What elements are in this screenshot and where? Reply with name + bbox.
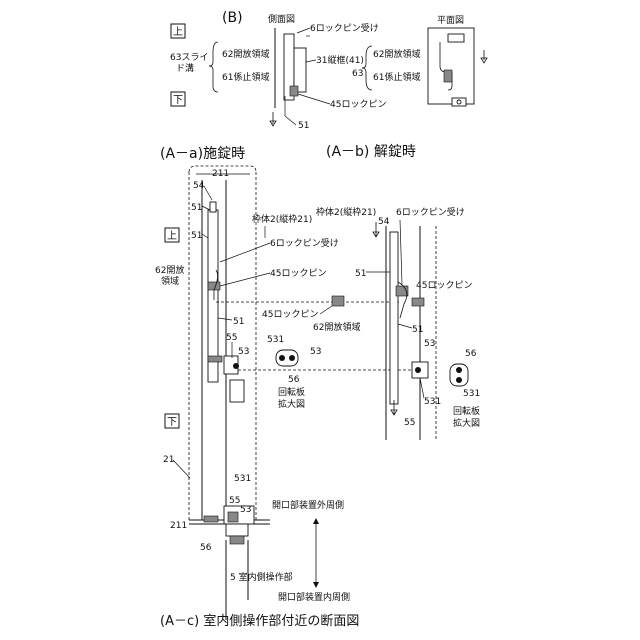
- open-center-label: 62開放領域: [313, 321, 360, 333]
- open-label-a2: 領域: [161, 275, 179, 287]
- lockpin-center-label: 45ロックピン: [262, 309, 318, 320]
- num63-label: 63: [352, 69, 363, 79]
- slide-groove-label-2: ド溝: [176, 62, 194, 74]
- side-view-label: 側面図: [268, 13, 295, 25]
- slide-groove-label: 63スライ: [170, 52, 208, 63]
- caption-a-c: (A－c) 室内側操作部付近の断面図: [160, 613, 359, 629]
- plan-lockpin: [444, 70, 452, 82]
- open-area-b-label: 62開放領域: [373, 48, 420, 60]
- label-56c: 56: [200, 543, 212, 553]
- up-label-a: 上: [167, 230, 177, 242]
- frame-outline: [189, 166, 256, 520]
- rotator-label-b: 回転板: [453, 405, 480, 417]
- indoor-op-label: 5 室内側操作部: [230, 571, 293, 583]
- label-55c: 55: [229, 496, 240, 506]
- lock-area-b-label: 61係止領域: [373, 71, 420, 83]
- down-arrow-right: [481, 50, 487, 63]
- frame-label-b: 枠体2(縦枠21): [316, 206, 376, 218]
- lockpin-center: [332, 296, 344, 306]
- label-54b: 54: [378, 217, 390, 227]
- label-211: 211: [170, 521, 187, 531]
- up-label: 上: [173, 26, 183, 38]
- label-531a: 531: [267, 335, 284, 345]
- label-54: 54: [193, 181, 205, 191]
- label-531c: 531: [463, 389, 480, 399]
- lockpin-b: [412, 298, 424, 306]
- plan-view-label: 平面図: [437, 15, 464, 26]
- label-56b: 56: [465, 349, 477, 359]
- label-51e: 51: [412, 325, 423, 335]
- slide-bar-b: [390, 232, 398, 404]
- inner-side-label: 開口部装置内周側: [278, 591, 350, 603]
- brace-right: [362, 46, 372, 90]
- label-531c-sec: 531: [234, 474, 251, 484]
- brace-left: [209, 42, 218, 92]
- slide-top: [210, 202, 216, 212]
- label-53b: 53: [310, 347, 321, 357]
- down-arrow-left: [270, 112, 276, 126]
- label-21: 21: [163, 455, 174, 465]
- stile-label: 31縦框(41): [316, 54, 364, 66]
- label-51d: 51: [355, 269, 366, 279]
- rotator-label-a: 回転板: [278, 386, 305, 398]
- frame-label-a: 枠体2(縦枠21): [252, 213, 312, 225]
- label-56a: 56: [288, 375, 300, 385]
- rotator-label-a2: 拡大図: [278, 398, 305, 410]
- title-a-unlocked: (A－b) 解錠時: [326, 144, 416, 160]
- plan-top-tab: [448, 34, 464, 42]
- label-53a: 53: [238, 347, 249, 357]
- rod-bottom: [230, 380, 244, 402]
- label-51c: 51: [233, 317, 244, 327]
- side-lockpin: [290, 86, 298, 96]
- label-53c-sec: 53: [240, 505, 251, 515]
- label-51a: 51: [191, 203, 202, 213]
- lock-area-label: 61係止領域: [222, 71, 269, 83]
- down-label: 下: [173, 95, 183, 106]
- label-53c: 53: [424, 339, 435, 349]
- rotator-label-b2: 拡大図: [453, 417, 480, 429]
- lockpin-receiver-label: 6ロックピン受け: [310, 22, 379, 34]
- down-label-a: 下: [167, 417, 177, 428]
- lockpin-label-a: 45ロックピン: [270, 268, 326, 279]
- center-annotations: 45ロックピン 62開放領域 531 53 56 回転板 拡大図: [262, 296, 360, 410]
- section-a-c: 21 211 531 55 53 56 5 室内側操作部 開口部装置外周側 開口…: [163, 455, 350, 620]
- handle-a: [208, 356, 222, 362]
- outer-side-label: 開口部装置外周側: [272, 499, 344, 511]
- title-a-locked: (A－a)施錠時: [160, 146, 245, 162]
- open-area-label: 62開放領域: [222, 48, 269, 60]
- label-55b: 55: [404, 418, 415, 428]
- section-b: (B) 側面図 平面図 上 下 63スライ ド溝 62開放領域 61係止領域 6…: [170, 10, 487, 131]
- label-55: 55: [226, 333, 237, 343]
- label-51b: 51: [191, 231, 202, 241]
- receiver-label-b: 6ロックピン受け: [396, 206, 465, 218]
- label-531b: 531: [424, 397, 441, 407]
- num51-label: 51: [298, 121, 309, 131]
- open-label-a: 62開放: [155, 264, 184, 276]
- receiver-label-a: 6ロックピン受け: [270, 237, 339, 249]
- plan-hole: [457, 100, 461, 104]
- section-b-title: (B): [222, 10, 243, 26]
- operation-knob: [226, 524, 248, 536]
- lockpin-label-b: 45ロックピン: [416, 280, 472, 291]
- lockpin-receiver-a: [208, 282, 220, 290]
- rotator-dot-a: [233, 363, 239, 369]
- lockpin-b-label: 45ロックピン: [330, 99, 386, 110]
- side-stile: [294, 48, 306, 92]
